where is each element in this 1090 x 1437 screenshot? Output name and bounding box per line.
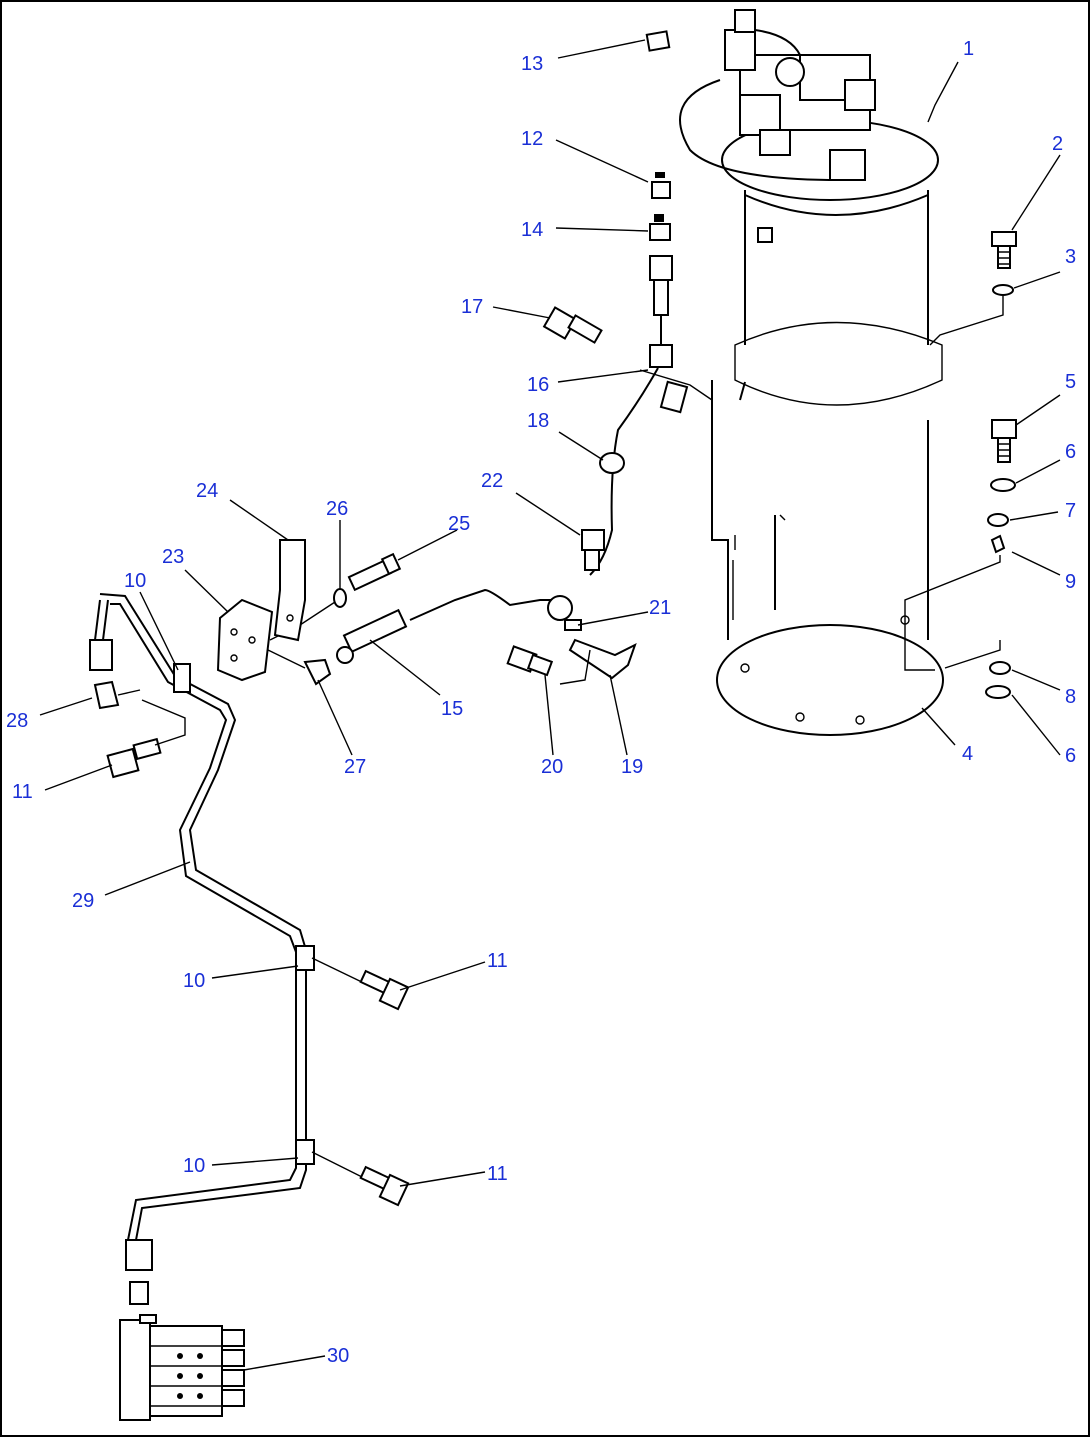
bolt-11-middle bbox=[311, 957, 410, 1011]
callout-20: 20 bbox=[541, 756, 563, 778]
callout-10-bottom: 10 bbox=[183, 1155, 205, 1177]
clip-9 bbox=[990, 534, 1006, 554]
bracket-24 bbox=[273, 539, 306, 642]
bolt-20 bbox=[506, 645, 554, 677]
callout-9: 9 bbox=[1065, 571, 1076, 593]
callout-11-bottom: 11 bbox=[487, 1163, 508, 1185]
sensor-fitting bbox=[649, 255, 673, 345]
leader-lines bbox=[39, 39, 1061, 1371]
bolt-22 bbox=[581, 529, 605, 571]
callout-11-middle: 11 bbox=[487, 950, 508, 972]
mount-line-9 bbox=[904, 555, 1001, 671]
callout-3: 3 bbox=[1065, 246, 1076, 268]
callout-2: 2 bbox=[1052, 133, 1063, 155]
callout-6-upper: 6 bbox=[1065, 441, 1076, 463]
clamp-16 bbox=[639, 344, 713, 414]
hydraulic-tank-assembly bbox=[679, 9, 944, 736]
bolt-11-top bbox=[106, 699, 186, 779]
washer-6-top bbox=[990, 478, 1016, 492]
callout-14: 14 bbox=[521, 219, 543, 241]
bolt-11-bottom bbox=[311, 1151, 410, 1207]
callout-16: 16 bbox=[527, 374, 549, 396]
washer-7 bbox=[987, 513, 1009, 527]
bolt-2 bbox=[991, 231, 1017, 269]
callout-26: 26 bbox=[326, 498, 348, 520]
callout-29: 29 bbox=[72, 890, 94, 912]
washer-6-bottom bbox=[985, 685, 1011, 699]
callout-13: 13 bbox=[521, 53, 543, 75]
callout-7: 7 bbox=[1065, 500, 1076, 522]
callout-25: 25 bbox=[448, 513, 470, 535]
callout-5: 5 bbox=[1065, 371, 1076, 393]
callout-1: 1 bbox=[963, 38, 974, 60]
callout-28: 28 bbox=[6, 710, 28, 732]
plug-17 bbox=[542, 306, 603, 344]
control-valve-30 bbox=[119, 1314, 245, 1421]
callout-15: 15 bbox=[441, 698, 463, 720]
connector-14 bbox=[649, 214, 671, 241]
callout-10-middle: 10 bbox=[183, 970, 205, 992]
fitting-27 bbox=[267, 649, 332, 686]
callout-24: 24 bbox=[196, 480, 218, 502]
clamp-21 bbox=[547, 595, 582, 631]
pipe-29 bbox=[89, 593, 315, 1305]
callout-4: 4 bbox=[962, 743, 973, 765]
callout-17: 17 bbox=[461, 296, 483, 318]
callout-10-top: 10 bbox=[124, 570, 146, 592]
callout-labels: 1 2 3 4 5 6 6 7 8 9 10 10 10 11 11 11 12… bbox=[6, 38, 1076, 1367]
cap-12 bbox=[651, 172, 671, 199]
callout-6-lower: 6 bbox=[1065, 745, 1076, 767]
cable-lower bbox=[409, 588, 560, 621]
block-23 bbox=[216, 598, 274, 682]
callout-30: 30 bbox=[327, 1345, 349, 1367]
callout-23: 23 bbox=[162, 546, 184, 568]
bolt-25 bbox=[347, 552, 402, 592]
bolt-5 bbox=[991, 419, 1017, 463]
clip-28 bbox=[93, 680, 141, 710]
mount-line-8 bbox=[944, 640, 1001, 669]
mount-line-3 bbox=[929, 296, 1004, 346]
callout-19: 19 bbox=[621, 756, 643, 778]
washer-26 bbox=[333, 588, 347, 608]
bracket-19 bbox=[559, 638, 637, 685]
washer-3 bbox=[992, 284, 1014, 296]
callout-8: 8 bbox=[1065, 686, 1076, 708]
callout-27: 27 bbox=[344, 756, 366, 778]
washer-8 bbox=[989, 661, 1011, 675]
cap-13 bbox=[645, 30, 671, 52]
callout-12: 12 bbox=[521, 128, 543, 150]
callout-22: 22 bbox=[481, 470, 503, 492]
callout-18: 18 bbox=[527, 410, 549, 432]
callout-21: 21 bbox=[649, 597, 671, 619]
grommet-18 bbox=[599, 452, 625, 474]
callout-11-left: 11 bbox=[12, 781, 33, 803]
sensor-15 bbox=[336, 608, 408, 664]
